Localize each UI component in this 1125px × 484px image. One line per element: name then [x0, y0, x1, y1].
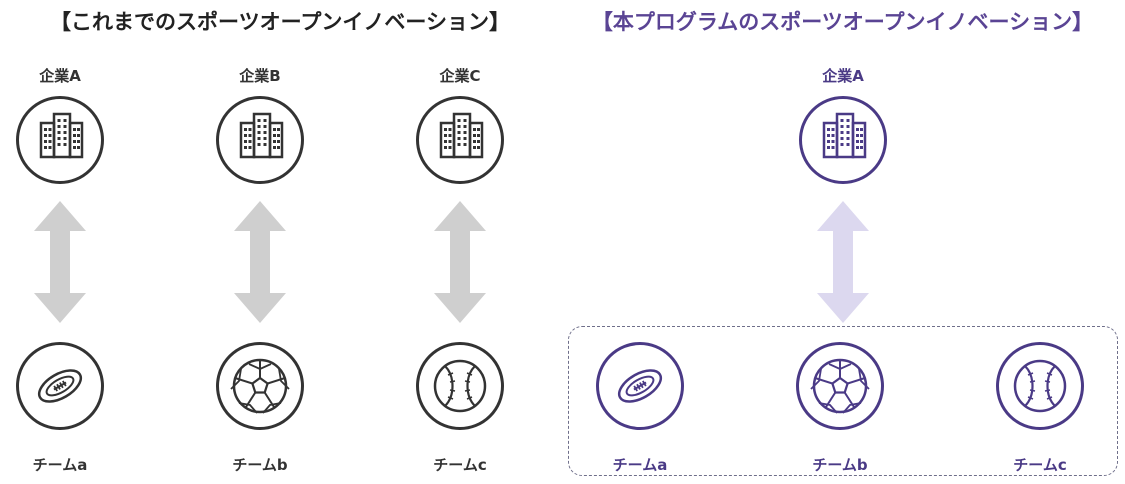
program-team-c-node [996, 342, 1084, 430]
program-team-a-label: チームa [612, 456, 668, 474]
football-icon [19, 345, 101, 427]
team-b-label: チームb [232, 456, 288, 474]
bidirectional-arrow-b [234, 201, 286, 323]
soccer-ball-icon [219, 345, 301, 427]
baseball-icon [999, 345, 1081, 427]
team-a-label: チームa [32, 456, 88, 474]
soccer-ball-icon [799, 345, 881, 427]
program-company-a-node [799, 96, 887, 184]
building-icon [219, 99, 301, 181]
team-a-node [16, 342, 104, 430]
team-group-box [568, 326, 1118, 476]
heading-previous-open-innovation: 【これまでのスポーツオープンイノベーション】 [50, 10, 510, 34]
bidirectional-arrow-a [34, 201, 86, 323]
bidirectional-arrow-c [434, 201, 486, 323]
program-team-b-node [796, 342, 884, 430]
team-b-node [216, 342, 304, 430]
building-icon [419, 99, 501, 181]
company-b-node [216, 96, 304, 184]
program-team-c-label: チームc [1013, 456, 1067, 474]
company-c-node [416, 96, 504, 184]
program-company-a-label: 企業A [822, 67, 864, 85]
team-c-node [416, 342, 504, 430]
company-a-node [16, 96, 104, 184]
baseball-icon [419, 345, 501, 427]
building-icon [802, 99, 884, 181]
company-a-label: 企業A [39, 67, 81, 85]
program-team-a-node [596, 342, 684, 430]
program-team-b-label: チームb [812, 456, 868, 474]
building-icon [19, 99, 101, 181]
team-c-label: チームc [433, 456, 487, 474]
program-bidirectional-arrow [817, 201, 869, 323]
football-icon [599, 345, 681, 427]
company-c-label: 企業C [439, 67, 481, 85]
company-b-label: 企業B [239, 67, 281, 85]
heading-program-open-innovation: 【本プログラムのスポーツオープンイノベーション】 [591, 10, 1094, 34]
